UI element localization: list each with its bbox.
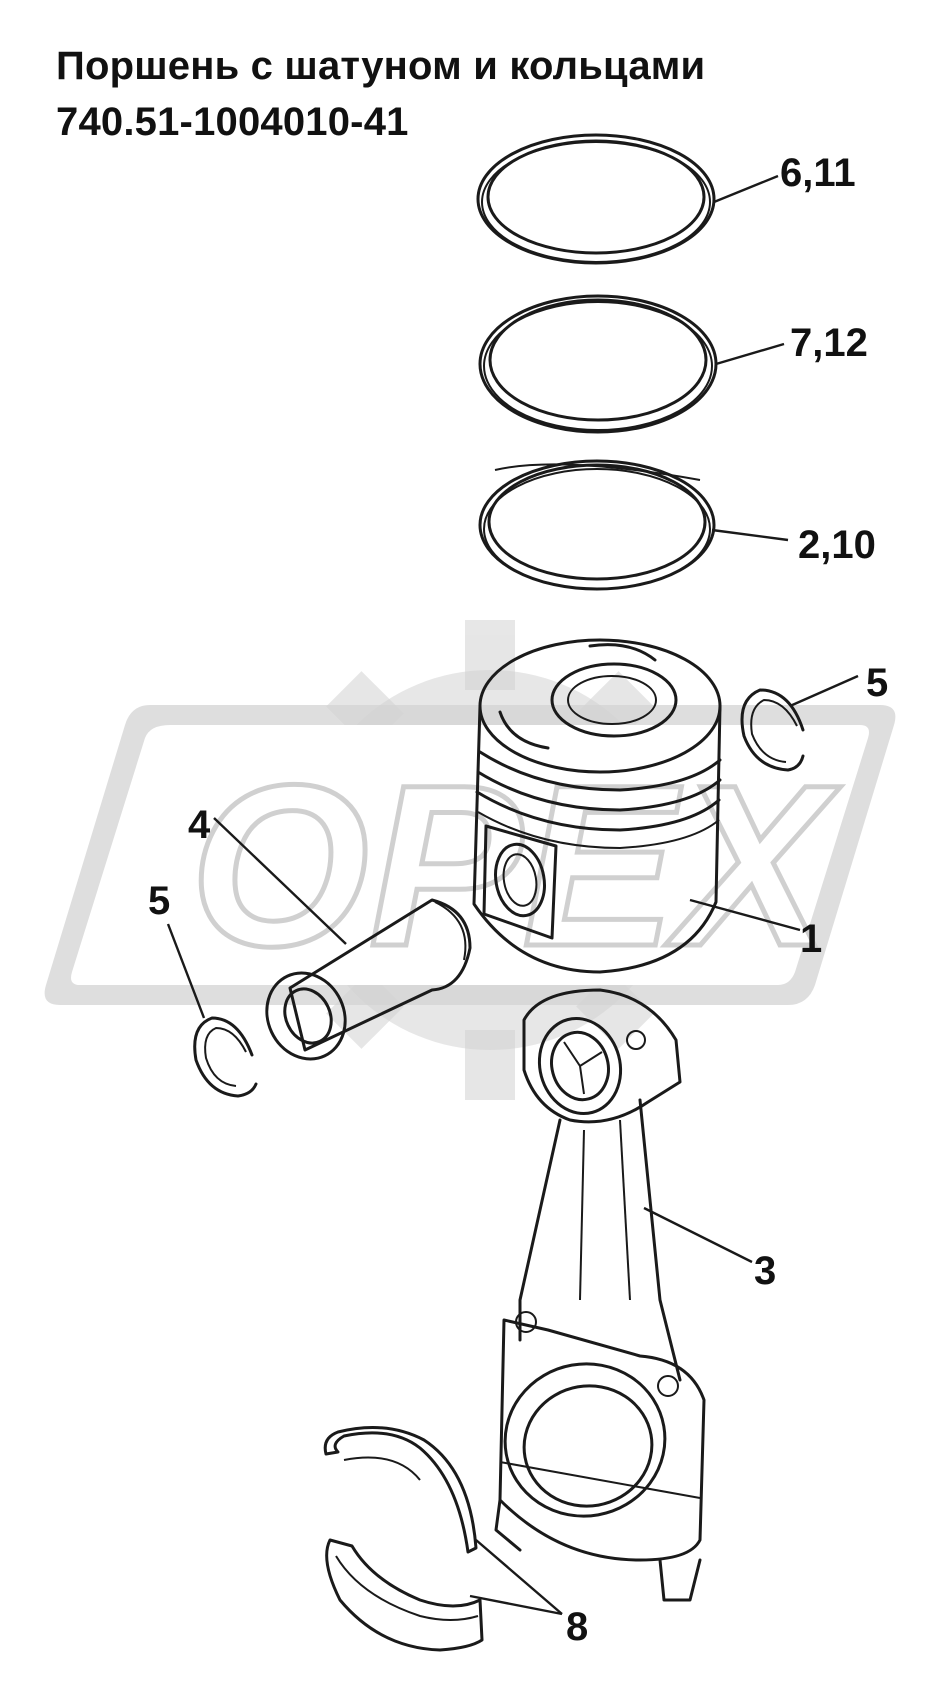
part-number: 740.51-1004010-41 — [56, 100, 409, 144]
callout-rings-top: 6,11 — [780, 151, 856, 195]
callout-piston: 1 — [800, 917, 822, 961]
callout-circlip-right: 5 — [866, 661, 888, 705]
connecting-rod — [494, 988, 706, 1602]
piston-ring-top — [476, 133, 716, 265]
callout-bearing-shells: 8 — [566, 1605, 588, 1649]
callout-piston-pin: 4 — [188, 803, 211, 847]
piston-pin — [265, 898, 472, 1061]
callout-rings-lower: 2,10 — [798, 523, 876, 567]
bearing-shell-upper — [323, 1426, 478, 1554]
piston-ring-lower — [478, 459, 716, 591]
circlip-right — [740, 688, 805, 772]
diagram-title: Поршень с шатуном и кольцами — [56, 44, 706, 88]
piston — [472, 638, 722, 974]
callout-circlip-left: 5 — [148, 879, 170, 923]
leader-lines — [166, 174, 859, 1616]
piston-ring-middle — [478, 294, 718, 434]
watermark-text: OPEX — [190, 737, 841, 994]
bearing-shell-lower — [325, 1538, 484, 1652]
callout-rings-middle: 7,12 — [790, 321, 868, 365]
circlip-left — [193, 1016, 258, 1098]
callout-connecting-rod: 3 — [754, 1249, 776, 1293]
